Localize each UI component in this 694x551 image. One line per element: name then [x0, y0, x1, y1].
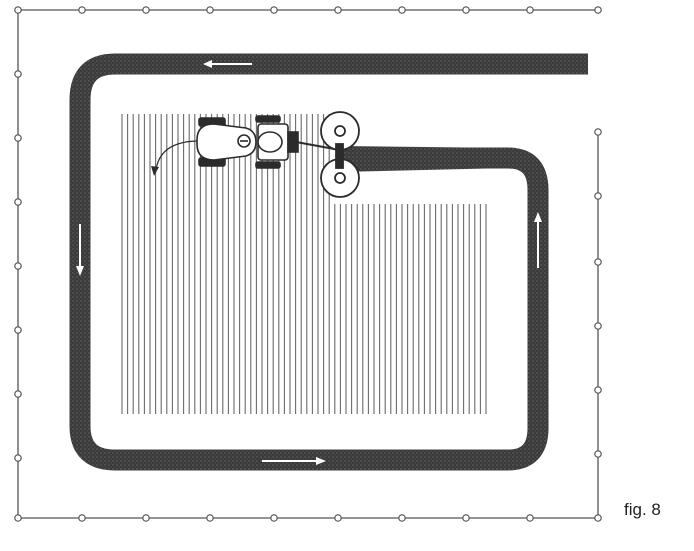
fence-post-icon [594, 386, 602, 394]
fence-post-icon [14, 514, 22, 522]
fence-post-icon [594, 450, 602, 458]
fence-post-icon [594, 192, 602, 200]
fence-post-icon [206, 514, 214, 522]
fence-post-icon [398, 514, 406, 522]
tractor-icon [196, 115, 299, 169]
fence-post-icon [14, 198, 22, 206]
fence-post-icon [14, 390, 22, 398]
fence-posts [14, 6, 602, 522]
outer-track [69, 53, 588, 471]
tractor-front-wheel [255, 161, 281, 169]
fence-post-icon [334, 514, 342, 522]
direction-arrows [76, 60, 542, 465]
fence-post-icon [398, 6, 406, 14]
fence-post-icon [462, 6, 470, 14]
mower-wheel-icon [295, 111, 360, 198]
fence-post-icon [526, 514, 534, 522]
direction-arrow-icon [262, 457, 326, 465]
fence [17, 9, 599, 519]
fence-post-icon [78, 6, 86, 14]
fence-post-icon [14, 70, 22, 78]
fence-post-icon [270, 6, 278, 14]
fence-post-icon [334, 6, 342, 14]
cut-swath [338, 146, 508, 172]
fence-post-icon [14, 262, 22, 270]
fence-post-icon [594, 322, 602, 330]
fence-line-left [17, 9, 598, 519]
fence-post-icon [14, 6, 22, 14]
tractor-body [196, 123, 257, 161]
fence-post-icon [462, 514, 470, 522]
fence-post-icon [14, 326, 22, 334]
fence-post-icon [78, 514, 86, 522]
fence-post-icon [142, 6, 150, 14]
fence-post-icon [270, 514, 278, 522]
turn-arrow [151, 140, 198, 176]
fence-post-icon [594, 128, 602, 136]
fence-post-icon [594, 6, 602, 14]
direction-arrow-icon [534, 212, 542, 268]
fence-post-icon [142, 514, 150, 522]
track [69, 53, 588, 471]
figure-caption: fig. 8 [624, 500, 661, 519]
fence-post-icon [14, 134, 22, 142]
fence-post-icon [594, 258, 602, 266]
fence-post-icon [206, 6, 214, 14]
fence-post-icon [14, 454, 22, 462]
tractor-hood [257, 131, 283, 153]
fence-post-icon [526, 6, 534, 14]
fence-post-icon [594, 514, 602, 522]
tractor-front-wheel [255, 115, 281, 123]
direction-arrow-icon [203, 60, 252, 68]
mower-bar [335, 143, 344, 169]
direction-arrow-icon [76, 224, 84, 276]
